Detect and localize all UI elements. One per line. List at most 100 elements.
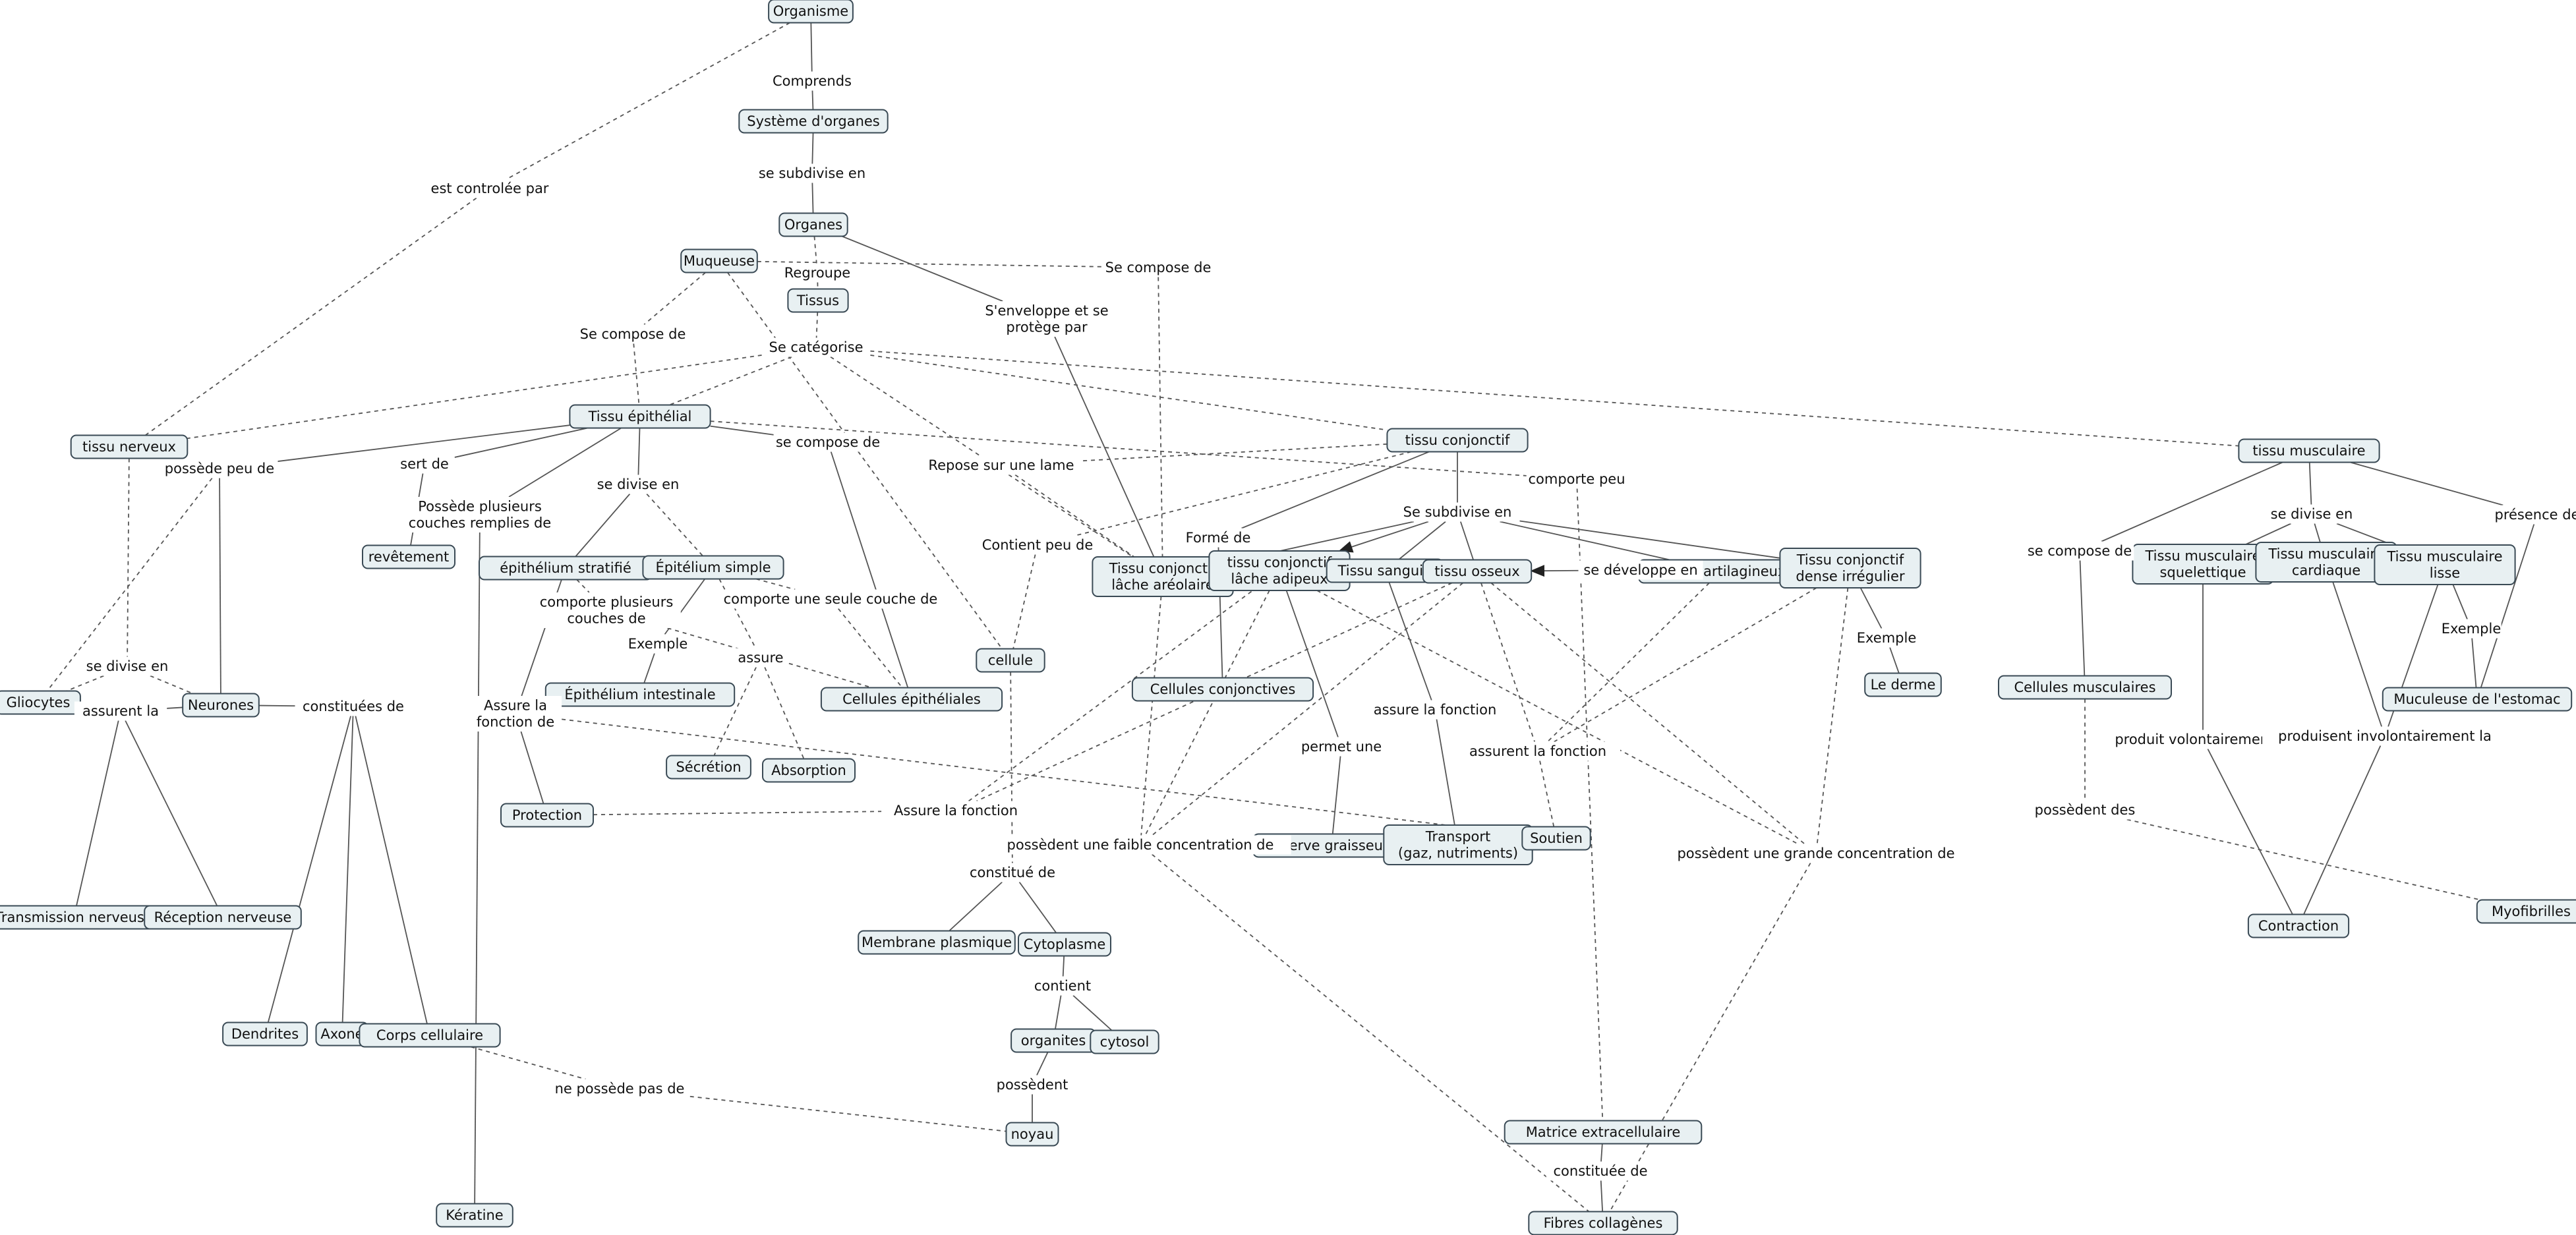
concept-node-soutien[interactable]: Soutien [1521,826,1591,851]
edge-tissus-to-se-categorise [815,312,819,338]
concept-node-cytoplasme[interactable]: Cytoplasme [1018,932,1111,957]
link-phrase-se-divise-en-nerv: se divise en [76,656,178,676]
concept-node-transmission[interactable]: Transmission nerveuse [0,905,165,930]
concept-node-tissus[interactable]: Tissus [787,288,849,313]
concept-node-label: Tissu épithélial [588,409,692,424]
concept-node-gliocytes[interactable]: Gliocytes [0,690,81,715]
link-phrase-comporte-peu: comporte peu [1526,469,1627,489]
concept-node-absorption[interactable]: Absorption [762,758,856,783]
concept-node-reserve-graisseuse[interactable]: Réserve graisseuse [1252,833,1411,858]
link-phrase-label: Se compose de [1105,260,1212,275]
concept-node-box [1005,1122,1059,1147]
link-phrase-label: contient [1034,978,1091,994]
link-phrase-background [469,696,562,732]
link-phrase-label: ne possède pas de [555,1081,685,1097]
link-phrase-est-controlee-par: est controlée par [419,179,560,198]
edge-organites-to-possedent [1036,1052,1049,1076]
concept-node-epith-stratifie[interactable]: épithélium stratifié [479,556,653,581]
link-phrase-background [394,454,455,474]
concept-node-membrane[interactable]: Membrane plasmique [858,930,1016,955]
concept-node-label: cytosol [1100,1034,1150,1050]
link-phrase-background [923,455,1080,475]
concept-node-neurones[interactable]: Neurones [182,693,260,718]
link-phrase-background [1665,844,1967,863]
link-phrase-constituees-de: constituées de [295,697,412,716]
concept-node-reception[interactable]: Réception nerveuse [144,905,302,930]
concept-node-organisme[interactable]: Organisme [768,0,854,24]
concept-node-tissu-sanguin[interactable]: Tissu sanguin [1326,558,1444,583]
concept-node-tissu-musculaire[interactable]: tissu musculaire [2238,438,2380,463]
concept-node-corps-cellulaire[interactable]: Corps cellulaire [359,1023,501,1048]
edge-assurent-la-to-transmission [76,720,119,906]
link-phrase-se-categorise: Se catégorise [761,337,871,357]
concept-node-systeme[interactable]: Système d'organes [738,109,889,134]
concept-node-cellules-conjonctives[interactable]: Cellules conjonctives [1131,677,1314,702]
link-phrase-subdivise-en: se subdivise en [749,163,875,183]
edge-contient-peu-de-to-cellule [1012,554,1036,649]
concept-node-muqueuse[interactable]: Muqueuse [680,248,758,273]
edge-se-subdivise-en-conj-to-tissu-sanguin [1399,521,1446,560]
edge-assure-fonction-de-to-protection [520,731,544,804]
concept-node-cellules-epitheliales[interactable]: Cellules épithéliales [820,687,1003,712]
concept-node-le-derme[interactable]: Le derme [1864,672,1942,697]
edge-se-subdivise-en-conj-to-tissu-osseux [1459,521,1475,560]
concept-node-noyau[interactable]: noyau [1005,1122,1059,1147]
edge-constituees-de-to-corps-cellulaire [355,716,428,1024]
link-phrase-label: possède peu de [165,461,274,476]
edge-assure-to-secretion [713,667,757,756]
edge-se-divise-en-epi-to-epith-simple [646,493,703,557]
edge-epith-simple-to-comporte-seule [755,578,796,590]
concept-node-epith-simple[interactable]: Épitélium simple [642,555,784,580]
edge-possede-peu-de-to-neurones [219,478,221,694]
link-phrase-label: Se catégorise [769,339,863,355]
link-phrase-label: se divise en [86,658,169,674]
concept-node-transport[interactable]: Transport(gaz, nutriments) [1383,824,1533,865]
concept-node-dendrites[interactable]: Dendrites [222,1021,308,1047]
edge-muqueuse-to-se-compose-de-top [757,260,1104,268]
concept-node-cellules-musculaires[interactable]: Cellules musculaires [1998,675,2172,700]
concept-node-label: Protection [512,807,582,823]
edge-matrice-to-constituee-de [1600,1143,1603,1162]
concept-node-label: squelettique [2159,565,2246,581]
concept-node-box [359,1023,501,1048]
edge-tc-adipeux-to-grande-conc [1316,590,1798,845]
edge-constitue-de-to-membrane [949,881,1003,932]
link-phrase-assurent-la: assurent la [74,701,167,721]
concept-node-keratine[interactable]: Kératine [436,1203,513,1228]
concept-node-tissu-conjonctif[interactable]: tissu conjonctif [1386,428,1529,453]
concept-node-matrice[interactable]: Matrice extracellulaire [1504,1120,1703,1145]
edge-tissu-conjonctif-to-contient-peu-de [1075,451,1412,536]
edge-comporte-peu-to-matrice [1576,488,1604,1121]
link-phrase-label: se développe en [1583,562,1697,578]
concept-node-fibres[interactable]: Fibres collagènes [1528,1211,1678,1235]
concept-node-muculeuse-estomac[interactable]: Muculeuse de l'estomac [2382,687,2573,712]
concept-node-axone[interactable]: Axone [315,1021,369,1047]
link-phrase-label: constituées de [303,699,404,714]
concept-node-tissu-osseux[interactable]: tissu osseux [1422,559,1533,584]
concept-node-organes[interactable]: Organes [778,212,848,237]
edges [46,22,2535,1213]
concept-node-tissu-epithelial[interactable]: Tissu épithélial [569,404,711,429]
edge-exemple-musc-to-muculeuse-estomac [2471,638,2477,688]
edge-se-compose-de-epi-to-cellules-epitheliales [830,451,909,688]
edge-tissu-cartilagineux-to-assurent-la-fonction [1547,582,1710,743]
link-phrase-se-divise-en-musc: se divise en [2261,504,2362,524]
concept-node-cellule[interactable]: cellule [976,648,1045,673]
concept-node-secretion[interactable]: Sécrétion [666,755,751,780]
concept-node-contraction[interactable]: Contraction [2247,913,2350,938]
concept-node-label: (gaz, nutriments) [1398,846,1518,861]
concept-node-myofibrilles[interactable]: Myofibrilles [2476,899,2576,924]
concept-node-protection[interactable]: Protection [500,803,594,828]
concept-node-cytosol[interactable]: cytosol [1090,1029,1159,1054]
concept-node-organites[interactable]: organites [1010,1028,1096,1053]
edge-assure-la-fonction2-to-tc-adipeux [968,590,1254,802]
concept-node-label: Tissu musculaire [2144,548,2260,564]
concept-node-tissu-nerveux[interactable]: tissu nerveux [70,434,189,459]
concept-node-epith-intestinale[interactable]: Épithélium intestinale [544,682,736,707]
edge-tissu-musculaire-to-presence-de [2350,461,2503,506]
concept-node-revetement[interactable]: revêtement [362,544,455,569]
